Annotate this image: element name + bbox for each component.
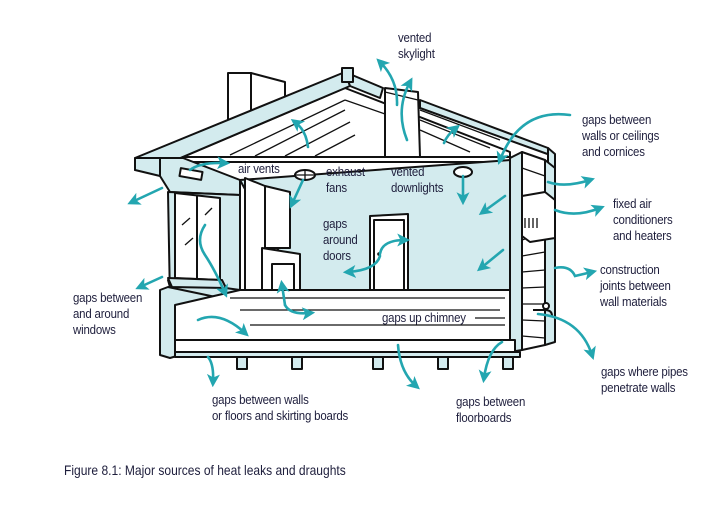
arrow-skylight-2 [400, 77, 413, 142]
ceiling-beam [182, 156, 511, 163]
air-conditioner-unit [521, 191, 556, 243]
door [369, 213, 409, 292]
arrow-pipe [536, 312, 596, 360]
arrow-door [378, 233, 411, 256]
label-gaps-around-doors: gaps around doors [323, 216, 358, 263]
arrow-chimney-2 [283, 303, 316, 321]
label-air-vents: air vents [238, 161, 280, 176]
label-fixed-air-conditioners: fixed air conditioners and heaters [613, 196, 673, 243]
label-gaps-skirting-boards: gaps between walls or floors and skirtin… [212, 392, 349, 423]
label-gaps-up-chimney: gaps up chimney [382, 310, 466, 325]
left-eave [134, 157, 241, 196]
arrow-cornice-out [546, 176, 595, 189]
arrow-wall-2 [476, 248, 505, 272]
arrow-skylight-1 [376, 58, 399, 107]
arrow-wall-1 [478, 194, 507, 216]
label-gaps-windows: gaps between and around windows [73, 290, 143, 337]
arrow-chimney [276, 279, 290, 307]
arrow-under-left [206, 355, 220, 388]
floor [174, 289, 511, 341]
roof-left-slope [134, 67, 384, 171]
arrow-under-mid [396, 343, 420, 390]
exhaust-fan-icon [294, 169, 316, 181]
arrow-construction-joint [553, 266, 598, 281]
label-gaps-walls-ceilings-cornices: gaps between walls or ceilings and corni… [582, 112, 660, 159]
arrow-floor-skirting [196, 315, 249, 337]
figure-caption: Figure 8.1: Major sources of heat leaks … [64, 462, 346, 478]
arrow-roof-right [442, 124, 461, 145]
label-gaps-pipes: gaps where pipes penetrate walls [601, 364, 688, 395]
arrow-air-vent [188, 156, 231, 172]
label-vented-downlights: vented downlights [391, 164, 444, 195]
pipe-tap [533, 302, 553, 317]
label-gaps-floorboards: gaps between floorboards [456, 394, 526, 425]
airflow-arrows [127, 58, 605, 390]
arrow-under-right [478, 340, 504, 384]
arrow-eave [127, 186, 164, 205]
arrow-cornice [496, 112, 572, 165]
label-exhaust-fans: exhaust fans [326, 164, 365, 195]
arrow-roof-left [290, 118, 310, 149]
window [167, 192, 227, 289]
label-vented-skylight: vented skylight [398, 30, 435, 61]
label-construction-joints: construction joints between wall materia… [600, 262, 671, 309]
subfloor [174, 339, 521, 358]
arrow-ac [553, 204, 605, 217]
arrow-door-2 [342, 254, 382, 278]
floor-piers [236, 356, 514, 370]
arrow-window-out [135, 275, 164, 290]
arrow-exhaust-fan [289, 178, 305, 209]
arrow-window [198, 223, 228, 298]
